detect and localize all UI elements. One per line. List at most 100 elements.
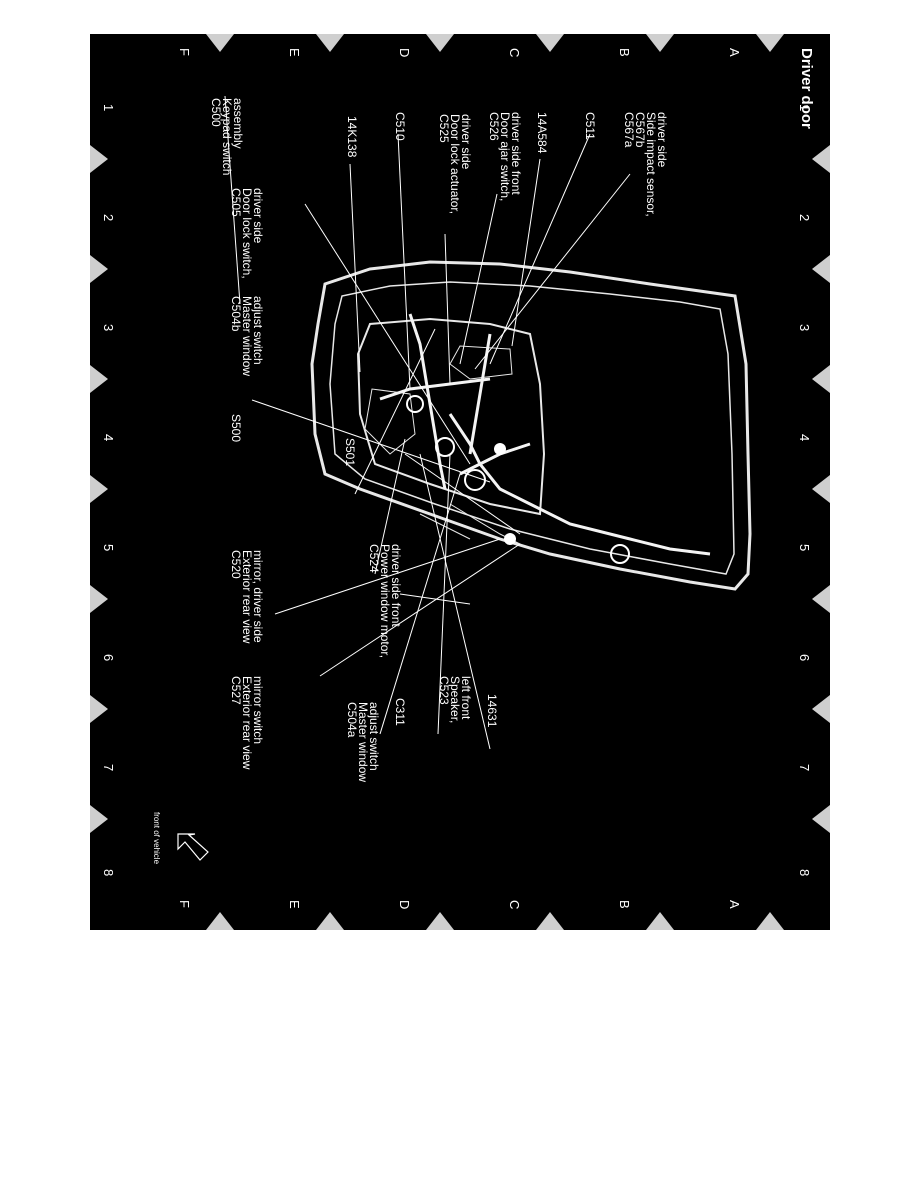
- callout-c526-line-2: driver side front: [509, 112, 523, 195]
- callout-c523-line-2: left front: [459, 676, 473, 720]
- callout-c527-line-1: Exterior rear view: [240, 676, 254, 770]
- border-triangle-right-3: [812, 475, 830, 503]
- zone-row-c-b: C: [507, 900, 522, 909]
- callout-c567-line-0: C567a: [622, 112, 636, 148]
- callout-c524-line-2: driver side front: [389, 544, 403, 627]
- border-triangle-right-6: [812, 805, 830, 833]
- callout-c504b-line-0: C504b: [229, 296, 243, 332]
- front-arrow-icon: [177, 833, 209, 861]
- callout-c567-line-1: C567b: [633, 112, 647, 148]
- zone-col-7-bottom: 7: [101, 764, 116, 771]
- callout-s501-line-0: S501: [343, 438, 357, 466]
- callout-c311-line-0: C311: [393, 698, 407, 726]
- callout-c526-line-1: Door ajar switch,: [498, 112, 512, 201]
- callout-14a584: 14A584: [535, 112, 549, 154]
- callout-c524-line-0: C524: [367, 544, 381, 573]
- callout-c520-line-2: mirror, driver side: [251, 550, 265, 643]
- border-triangle-left-4: [90, 585, 108, 613]
- border-triangles: [90, 34, 830, 930]
- zone-col-4-top: 4: [797, 434, 812, 441]
- zone-row-e-b: E: [287, 900, 302, 909]
- border-triangle-left-6: [90, 805, 108, 833]
- callout-c505-line-0: C505: [229, 188, 243, 217]
- callout-c523-line-1: Speaker,: [448, 676, 462, 723]
- callout-c504a-line-0: C504a: [345, 702, 359, 738]
- callout-c525-line-2: driver side: [459, 114, 473, 170]
- border-triangle-bottom-0: [206, 912, 234, 930]
- zone-row-e-a: E: [287, 48, 302, 57]
- callout-c504b-line-2: adjust switch: [251, 296, 265, 365]
- zone-col-3-top: 3: [797, 324, 812, 331]
- zone-col-3-bottom: 3: [101, 324, 116, 331]
- zone-col-1-top: 1: [797, 104, 812, 111]
- zone-row-f-a: F: [177, 48, 192, 56]
- callout-c527-line-0: C527: [229, 676, 243, 705]
- zone-col-5-top: 5: [797, 544, 812, 551]
- border-triangle-left-0: [90, 145, 108, 173]
- zone-col-6-bottom: 6: [101, 654, 116, 661]
- border-triangle-top-2: [426, 34, 454, 52]
- zone-col-6-top: 6: [797, 654, 812, 661]
- border-triangle-right-1: [812, 255, 830, 283]
- border-triangle-top-5: [756, 34, 784, 52]
- callout-c311: C311: [393, 698, 407, 726]
- callout-s500-line-0: S500: [229, 414, 243, 442]
- zone-row-b-b: B: [617, 900, 632, 909]
- callout-c520-line-0: C520: [229, 550, 243, 579]
- callout-c511-line-0: C511: [583, 112, 597, 140]
- callout-c525-line-1: Door lock actuator,: [448, 114, 462, 214]
- callout-c500-line-1: Keypad switch: [220, 98, 234, 175]
- border-triangle-top-3: [536, 34, 564, 52]
- border-triangle-bottom-5: [756, 912, 784, 930]
- callout-c520-line-1: Exterior rear view: [240, 550, 254, 644]
- zone-row-d-a: D: [397, 48, 412, 57]
- callout-s501: S501: [343, 438, 357, 466]
- zone-col-2-bottom: 2: [101, 214, 116, 221]
- leader-lines: [224, 95, 631, 750]
- border-triangle-bottom-4: [646, 912, 674, 930]
- zone-row-d-b: D: [397, 900, 412, 909]
- zone-col-5-bottom: 5: [101, 544, 116, 551]
- callout-14k138: 14K138: [345, 116, 359, 158]
- border-triangle-top-0: [206, 34, 234, 52]
- zone-row-f-b: F: [177, 900, 192, 908]
- callout-c500-line-0: C500: [209, 98, 223, 127]
- callout-c504b-line-1: Master window: [240, 296, 254, 376]
- callout-c523-line-0: C523: [437, 676, 451, 705]
- border-triangle-bottom-2: [426, 912, 454, 930]
- border-triangle-left-3: [90, 475, 108, 503]
- zone-col-8-bottom: 8: [101, 869, 116, 876]
- callout-c505-line-2: driver side: [251, 188, 265, 244]
- border-triangle-top-4: [646, 34, 674, 52]
- callout-c500-line-2: assembly: [231, 98, 245, 149]
- zone-row-c-a: C: [507, 48, 522, 57]
- border-triangle-top-1: [316, 34, 344, 52]
- zone-col-2-top: 2: [797, 214, 812, 221]
- callout-14631-line-0: 14631: [485, 694, 499, 728]
- door-panel-drawing: [310, 260, 752, 591]
- diagram-title: Driver door: [798, 48, 815, 129]
- callout-c504a-line-1: Master window: [356, 702, 370, 782]
- front-of-vehicle-label: front of vehicle: [152, 812, 161, 865]
- callout-c567-line-2: Side impact sensor,: [644, 112, 658, 217]
- zone-col-8-top: 8: [797, 869, 812, 876]
- zone-row-b-a: B: [617, 48, 632, 57]
- zone-row-a-b: A: [727, 900, 742, 909]
- zone-col-7-top: 7: [797, 764, 812, 771]
- callout-c567-line-3: driver side: [655, 112, 669, 168]
- border-triangle-bottom-3: [536, 912, 564, 930]
- callout-14a584-line-0: 14A584: [535, 112, 549, 154]
- callout-c511: C511: [583, 112, 597, 140]
